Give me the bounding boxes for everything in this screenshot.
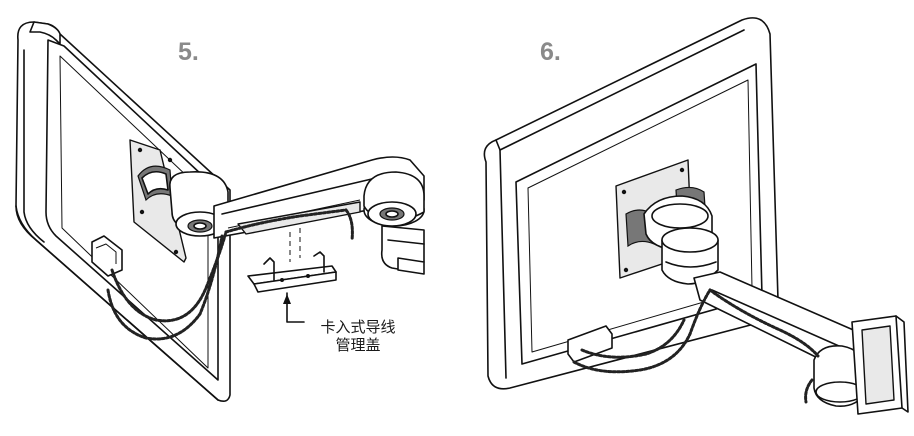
monitor-right	[483, 17, 779, 390]
cables-right	[572, 288, 820, 404]
cable-cover-clip	[247, 228, 337, 323]
cable-cover-callout: 卡入式导线 管理盖	[308, 318, 408, 354]
step-number-5: 5.	[178, 38, 199, 66]
step-number-6: 6.	[540, 38, 561, 66]
cables-left	[106, 208, 354, 341]
monitor-arm-left	[169, 156, 425, 275]
monitor-left	[15, 21, 231, 402]
monitor-arm-right	[643, 195, 909, 415]
callout-line-2: 管理盖	[335, 336, 381, 354]
callout-line-1: 卡入式导线	[320, 318, 396, 336]
